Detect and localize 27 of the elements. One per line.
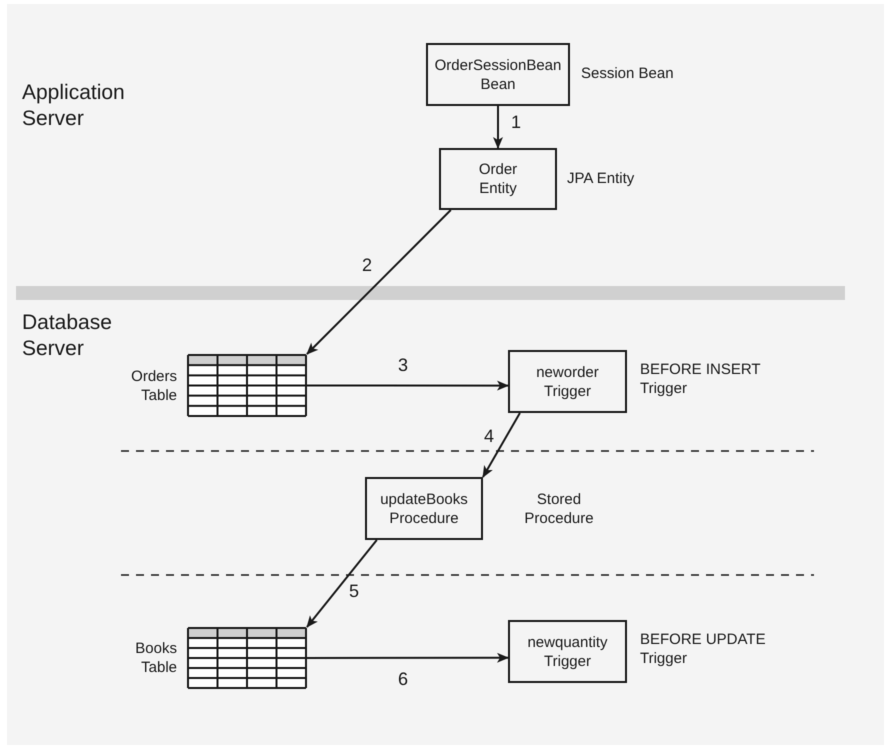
arrow <box>306 539 378 628</box>
process-box <box>365 477 483 540</box>
box-label: updateBooks Procedure <box>380 490 468 528</box>
side-caption: Stored Procedure <box>523 490 595 528</box>
database-table-icon <box>187 354 307 417</box>
zone-heading: Application Server <box>22 80 125 132</box>
arrow <box>493 106 503 149</box>
process-box <box>426 43 570 106</box>
side-caption: BEFORE UPDATE Trigger <box>640 630 767 668</box>
box-label: neworder Trigger <box>536 362 599 400</box>
process-box <box>508 620 627 683</box>
process-box <box>439 148 557 210</box>
arrow <box>306 209 452 355</box>
database-table-icon <box>187 627 307 689</box>
side-caption: BEFORE INSERT Trigger <box>640 360 762 398</box>
side-caption: Orders Table <box>130 367 177 405</box>
side-caption: Session Bean <box>581 64 675 83</box>
zone-heading: Database Server <box>22 310 112 362</box>
arrow <box>307 652 509 663</box>
process-box <box>508 350 627 413</box>
arrow <box>307 380 509 391</box>
box-label: newquantity Trigger <box>527 632 608 670</box>
box-label: Order Entity <box>478 160 518 198</box>
side-caption: JPA Entity <box>567 169 636 188</box>
arrow <box>482 412 521 478</box>
side-caption: Books Table <box>134 639 177 677</box>
box-label: OrderSessionBean Bean <box>434 56 562 94</box>
